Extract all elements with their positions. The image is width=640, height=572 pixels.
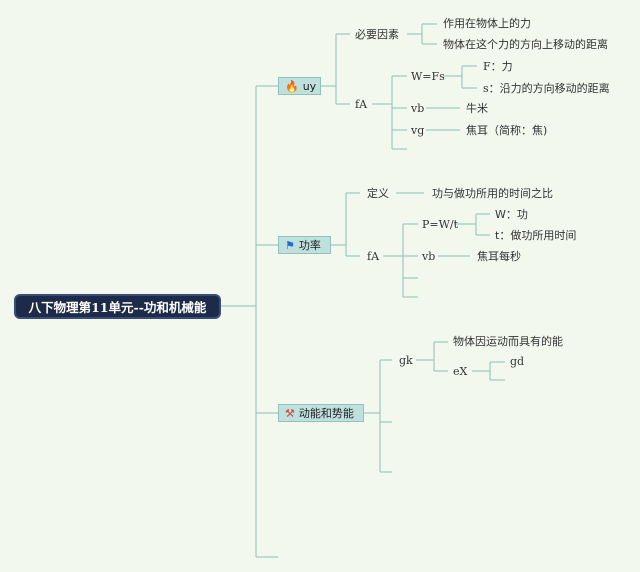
- tools-icon: ⚒: [285, 406, 295, 420]
- power-unit-vb-value[interactable]: 焦耳每秒: [477, 250, 521, 263]
- work-unit-vb[interactable]: vb: [411, 102, 425, 115]
- power-definition-node[interactable]: 定义: [367, 187, 389, 200]
- branch-power-label: 功率: [298, 239, 321, 252]
- kinetic-energy-node[interactable]: gk: [399, 354, 413, 367]
- power-definition-value[interactable]: 功与做功所用的时间之比: [432, 187, 553, 200]
- branch-energy[interactable]: ⚒ 动能和势能: [278, 404, 364, 422]
- work-factor-distance[interactable]: 物体在这个力的方向上移动的距离: [443, 38, 608, 51]
- work-factors-node[interactable]: 必要因素: [355, 28, 399, 41]
- power-formula-t[interactable]: t：做功所用时间: [495, 229, 577, 242]
- work-unit-vb-value[interactable]: 牛米: [466, 102, 488, 115]
- work-formula-f[interactable]: F：力: [483, 60, 513, 73]
- root-node[interactable]: 八下物理第11单元--功和机械能: [14, 294, 221, 319]
- energy-factor-node[interactable]: eX: [453, 365, 468, 378]
- power-formula[interactable]: P=W/t: [422, 218, 459, 231]
- work-formula-group[interactable]: fA: [355, 98, 368, 111]
- power-unit-vb[interactable]: vb: [422, 250, 436, 263]
- energy-factor-item[interactable]: gd: [510, 355, 525, 368]
- power-formula-w[interactable]: W：功: [495, 208, 528, 221]
- work-formula-s[interactable]: s：沿力的方向移动的距离: [483, 82, 610, 95]
- work-unit-vg[interactable]: vg: [411, 124, 425, 137]
- kinetic-energy-definition[interactable]: 物体因运动而具有的能: [453, 335, 563, 348]
- work-formula[interactable]: W=Fs: [411, 70, 445, 83]
- branch-power[interactable]: ⚑ 功率: [278, 236, 331, 254]
- flag-icon: ⚑: [285, 238, 295, 252]
- power-formula-group[interactable]: fA: [367, 250, 380, 263]
- branch-work-label: uy: [302, 79, 317, 93]
- branch-work[interactable]: 🔥 uy: [278, 77, 321, 95]
- branch-energy-label: 动能和势能: [298, 407, 354, 420]
- flame-icon: 🔥: [285, 79, 299, 93]
- work-factor-force[interactable]: 作用在物体上的力: [443, 17, 531, 30]
- work-unit-vg-value[interactable]: 焦耳（简称：焦): [466, 124, 548, 137]
